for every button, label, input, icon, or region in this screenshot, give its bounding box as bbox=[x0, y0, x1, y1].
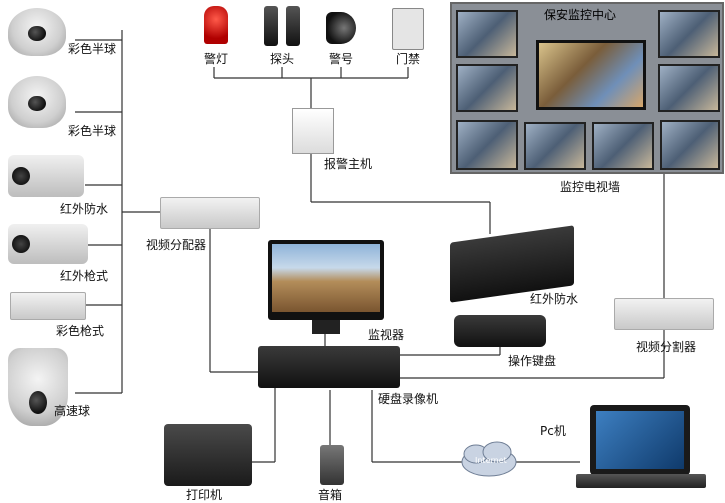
access-control bbox=[392, 8, 424, 50]
label-ir-gun-camera: 红外枪式 bbox=[60, 269, 109, 283]
label-speed-dome-camera: 高速球 bbox=[54, 404, 91, 418]
label-video-distributor-left: 视频分配器 bbox=[146, 238, 207, 252]
speaker bbox=[320, 445, 344, 485]
tv-wall: 保安监控中心 bbox=[450, 2, 724, 174]
dome-camera-1 bbox=[8, 8, 66, 56]
label-pc: Pc机 bbox=[540, 424, 566, 438]
detector bbox=[264, 6, 278, 46]
center-title: 保安监控中心 bbox=[544, 8, 617, 22]
printer bbox=[164, 424, 252, 486]
label-dome-camera-2: 彩色半球 bbox=[68, 124, 117, 138]
speed-dome-camera bbox=[8, 348, 68, 426]
label-tv-wall: 监控电视墙 bbox=[560, 180, 621, 194]
dome-camera-2 bbox=[8, 76, 66, 128]
label-video-splitter-right: 视频分割器 bbox=[636, 340, 697, 354]
label-alarm-host: 报警主机 bbox=[324, 157, 373, 171]
pc-laptop-base bbox=[576, 474, 706, 488]
label-color-gun-camera: 彩色枪式 bbox=[56, 324, 105, 338]
label-monitor: 监视器 bbox=[368, 328, 405, 342]
alarm-host bbox=[292, 108, 334, 154]
label-dome-camera-1: 彩色半球 bbox=[68, 42, 117, 56]
internet-cloud bbox=[461, 441, 517, 477]
label-printer: 打印机 bbox=[186, 488, 223, 502]
video-distributor-left bbox=[160, 197, 260, 229]
label-alarm-light: 警灯 bbox=[204, 52, 229, 66]
label-operation-keyboard: 操作键盘 bbox=[508, 354, 557, 368]
label-ir-waterproof-camera: 红外防水 bbox=[60, 202, 109, 216]
detector-2 bbox=[286, 6, 300, 46]
tv-wall-main-screen bbox=[536, 40, 646, 110]
ir-waterproof-camera bbox=[8, 155, 84, 197]
pc-laptop bbox=[590, 405, 690, 475]
monitor bbox=[268, 240, 384, 320]
ir-gun-camera bbox=[8, 224, 88, 264]
label-ir-waterproof-unit: 红外防水 bbox=[530, 292, 579, 306]
monitor-stand bbox=[312, 320, 340, 334]
siren bbox=[326, 12, 356, 44]
video-splitter-right bbox=[614, 298, 714, 330]
operation-keyboard bbox=[454, 315, 546, 347]
label-internet: Internet bbox=[475, 456, 507, 465]
label-access-control: 门禁 bbox=[396, 52, 421, 66]
alarm-light bbox=[204, 6, 228, 44]
color-gun-camera bbox=[10, 292, 86, 320]
label-dvr: 硬盘录像机 bbox=[378, 392, 439, 406]
label-siren: 警号 bbox=[329, 52, 354, 66]
label-speaker: 音箱 bbox=[318, 488, 343, 502]
label-detector: 探头 bbox=[270, 52, 295, 66]
dvr bbox=[258, 346, 400, 388]
